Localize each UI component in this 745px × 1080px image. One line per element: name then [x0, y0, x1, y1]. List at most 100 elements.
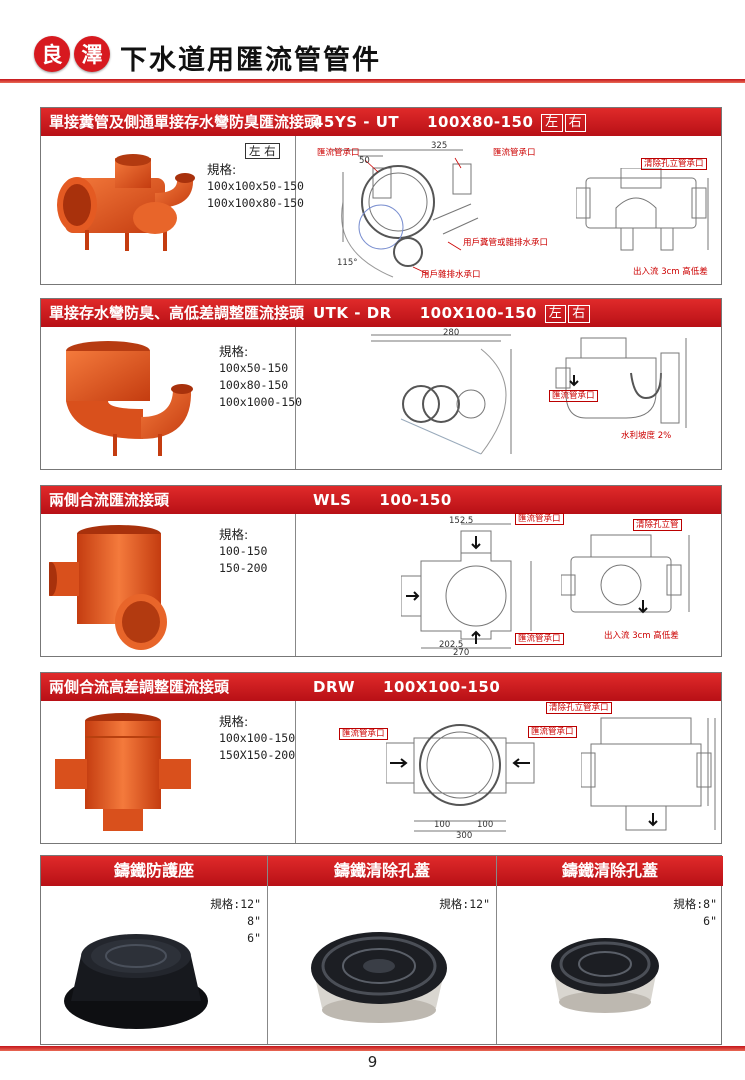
product-card-cleanout-cover-12: 鑄鐵清除孔蓋 規格:12" — [268, 856, 496, 1044]
column-divider — [295, 327, 296, 469]
direction-left-label: 左 — [541, 114, 563, 132]
spec-item: 100x50-150 — [219, 361, 289, 375]
product-photo-drw — [55, 713, 191, 831]
product-photo-protection-seat — [64, 934, 208, 1029]
spec-label: 規格: — [207, 162, 237, 177]
drawing-dim: 100 — [434, 820, 451, 830]
direction-right-label: 右 — [568, 305, 590, 323]
product-section-drw: 兩側合流高差調整匯流接頭 DRW 100X100-150 規格: 100x100-… — [40, 672, 722, 844]
spec-block: 規格: 100x50-150 100x80-150 100x1000-150 — [219, 343, 302, 411]
section-title: 兩側合流匯流接頭 — [49, 491, 170, 509]
spec-item: 6" — [703, 914, 717, 928]
section-header: 兩側合流匯流接頭 WLS 100-150 — [41, 486, 721, 514]
column-divider — [295, 701, 296, 843]
spec-item: 100x100x50-150 — [207, 179, 304, 193]
product-card-protection-seat: 鑄鐵防護座 規格:12" 8" 6" — [41, 856, 267, 1044]
page-header: 良 澤 下水道用匯流管管件 — [0, 0, 745, 83]
spec-label: 規格: — [219, 344, 249, 359]
drawing-label-drain: 用戶雜排水承口 — [421, 270, 481, 280]
cast-iron-products: 鑄鐵防護座 規格:12" 8" 6" 鑄鐵清除孔蓋 規格:12" — [40, 855, 723, 1045]
model-size: 100X100-150 — [383, 678, 501, 696]
section-title: 兩側合流高差調整匯流接頭 — [49, 678, 230, 696]
spec-block: 左 右 規格: 100x100x50-150 100x100x80-150 — [207, 143, 304, 212]
drawing-label-inlet-right: 匯流管承口 — [528, 726, 577, 738]
page-title: 下水道用匯流管管件 — [120, 45, 381, 76]
product-section-wls: 兩側合流匯流接頭 WLS 100-150 規格: 100-150 150-200 — [40, 485, 722, 658]
spec-item: 150X150-200 — [219, 748, 296, 762]
model-code: UTK - DR — [313, 304, 392, 322]
drawing-dim: 152.5 — [449, 516, 474, 526]
model-size: 100-150 — [379, 491, 452, 509]
model-size: 100X80-150 — [427, 113, 534, 131]
drawing-label-household: 用戶糞管或雜排水承口 — [463, 238, 549, 248]
product-card-title: 鑄鐵清除孔蓋 — [268, 856, 496, 886]
spec-item: 6" — [247, 931, 261, 945]
model-code: DRW — [313, 678, 356, 696]
model-code: 45YS - UT — [313, 113, 400, 131]
drawing-label-inlet: 匯流管承口 — [317, 148, 360, 158]
drawing-label-cleanout: 清除孔立管承口 — [546, 702, 612, 714]
product-photo-cleanout-cover-8 — [551, 938, 659, 1013]
product-card-title: 鑄鐵清除孔蓋 — [497, 856, 723, 886]
spec-item: 150-200 — [219, 561, 268, 575]
drawing-label-inlet-bottom: 匯流管承口 — [515, 633, 564, 645]
drawing-label-cleanout: 清除孔立管承口 — [641, 158, 707, 170]
technical-drawing-wls-side — [561, 534, 690, 614]
card-divider — [496, 856, 497, 1044]
spec-label: 規格: — [219, 714, 249, 729]
drawing-dim: 50 — [359, 156, 370, 166]
section-title: 單接存水彎防臭、高低差調整匯流接頭 — [49, 304, 305, 322]
spec-block: 規格:12" 8" 6" — [210, 896, 261, 947]
spec-label: 規格:8" — [673, 897, 717, 911]
spec-item: 100-150 — [219, 544, 268, 558]
spec-item: 8" — [247, 914, 261, 928]
drawing-note-height-diff: 出入流 3cm 高低差 — [633, 267, 708, 277]
footer-divider — [0, 1046, 745, 1051]
spec-block: 規格:8" 6" — [673, 896, 717, 930]
spec-block: 規格:12" — [439, 896, 490, 913]
drawing-label-cleanout: 清除孔立管 — [633, 519, 682, 531]
drawing-dim: 300 — [456, 831, 473, 841]
spec-item: 100x100-150 — [219, 731, 296, 745]
drawing-dim: 270 — [453, 648, 470, 658]
product-photo-45ys-ut — [57, 154, 195, 251]
section-header: 單接糞管及側通單接存水彎防臭匯流接頭 45YS - UT 100X80-150 左… — [41, 108, 721, 136]
column-divider — [295, 514, 296, 656]
section-model-code: DRW 100X100-150 — [313, 673, 500, 701]
brand-logo-char-1: 良 — [34, 36, 70, 72]
section-model-code: 45YS - UT 100X80-150 左右 — [313, 108, 587, 136]
product-photo-cleanout-cover-12 — [311, 932, 447, 1023]
drawing-note-height-diff: 出入流 3cm 高低差 — [604, 631, 679, 641]
model-code: WLS — [313, 491, 352, 509]
technical-drawing-wls-top — [401, 523, 532, 649]
technical-drawing-utk-dr-side — [555, 337, 687, 428]
direction-right-label: 右 — [564, 114, 587, 132]
card-divider — [267, 856, 268, 1044]
drawing-dim: 202.5 — [439, 640, 464, 650]
spec-item: 100x100x80-150 — [207, 196, 304, 210]
direction-left-label: 左 — [544, 305, 567, 323]
product-card-title: 鑄鐵防護座 — [41, 856, 267, 886]
drawing-note-slope: 水利坡度 2% — [621, 431, 672, 441]
technical-drawing-drw-side — [581, 717, 716, 831]
drawing-dim: 100 — [477, 820, 494, 830]
product-card-cleanout-cover-8: 鑄鐵清除孔蓋 規格:8" 6" — [497, 856, 723, 1044]
section-header: 兩側合流高差調整匯流接頭 DRW 100X100-150 — [41, 673, 721, 701]
column-divider — [295, 136, 296, 284]
section-title: 單接糞管及側通單接存水彎防臭匯流接頭 — [49, 113, 320, 131]
drawing-label-inlet: 匯流管承口 — [549, 390, 598, 402]
technical-drawing-45ys-ut-side — [576, 168, 709, 251]
spec-label: 規格:12" — [439, 897, 490, 911]
brand-logo-char-2: 澤 — [74, 36, 110, 72]
spec-direction-box: 左 右 — [245, 143, 280, 159]
spec-label: 規格:12" — [210, 897, 261, 911]
drawing-dim: 325 — [431, 141, 448, 151]
product-section-45ys-ut: 單接糞管及側通單接存水彎防臭匯流接頭 45YS - UT 100X80-150 左… — [40, 107, 722, 285]
technical-drawing-utk-dr-top — [371, 334, 512, 455]
spec-block: 規格: 100-150 150-200 — [219, 526, 267, 577]
spec-label: 規格: — [219, 527, 249, 542]
product-photo-utk-dr — [66, 341, 193, 456]
